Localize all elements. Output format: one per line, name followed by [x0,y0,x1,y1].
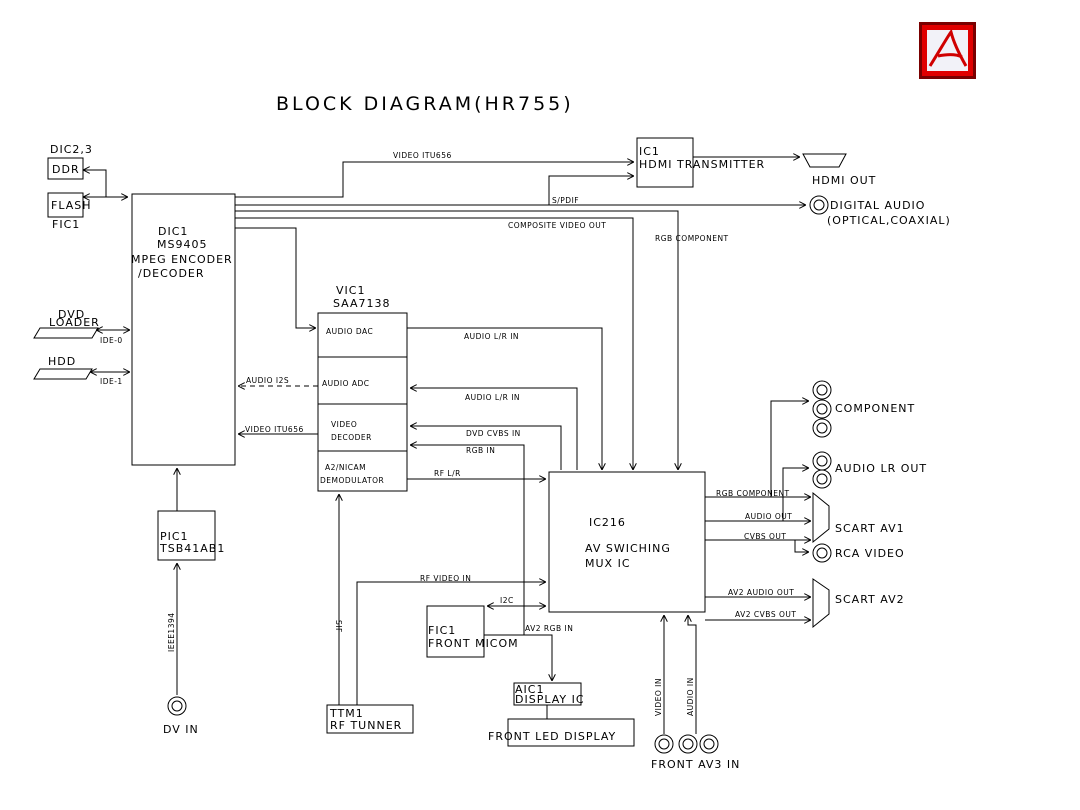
rgb-component-out-label: RGB COMPONENT [716,489,790,498]
audio-in-label: AUDIO IN [686,677,695,716]
ttm1-block [326,704,414,734]
audio-out-label: AUDIO OUT [745,512,792,521]
front-av3-jacks [654,734,719,754]
dic1-func1: MPEG ENCODER [131,253,233,266]
dic1-part: MS9405 [157,238,207,251]
audio-lr-in-1: AUDIO L/R IN [464,332,519,341]
av2-audio-out-label: AV2 AUDIO OUT [728,588,794,597]
front-av3-in-label: FRONT AV3 IN [651,758,740,771]
front-led-label: FRONT LED DISPLAY [488,730,616,743]
dic23-ref: DIC2,3 [50,143,93,156]
flash-label: FLASH [51,199,92,212]
video-itu656-top: VIDEO ITU656 [393,151,452,160]
dv-in-jack [167,696,187,716]
diagram-title: BLOCK DIAGRAM(HR755) [276,93,574,115]
display-ic-label: DISPLAY IC [515,693,585,706]
ic1-block [636,137,694,188]
ic216-ref: IC216 [589,516,626,529]
hdd-label: HDD [48,355,76,368]
ddr-label: DDR [52,163,80,176]
ic216-block [548,471,706,613]
vic1-ref: VIC1 [336,284,365,297]
fic1-micom-block [426,605,485,658]
scart-av1-label: SCART AV1 [835,522,905,535]
dic1-block [131,193,236,466]
mux-ic-label: MUX IC [585,557,631,570]
dic1-func2: /DECODER [138,267,205,280]
dvd-cvbs-in-label: DVD CVBS IN [466,429,521,438]
aic1-ref: AIC1 [515,683,544,696]
cvbs-out-label: CVBS OUT [744,532,787,541]
demod-label1: A2/NICAM [325,463,366,472]
ic1-ref: IC1 [639,145,660,158]
digital-audio-jack [809,195,829,215]
front-micom-label: FRONT MICOM [428,637,519,650]
dvd-loader-label1: DVD [58,308,85,321]
fic1-micom-ref: FIC1 [428,624,456,637]
rca-video-label: RCA VIDEO [835,547,905,560]
pic1-ref: PIC1 [160,530,189,543]
dvd-loader-shape [33,327,99,339]
pic1-part: TSB41AB1 [159,542,225,555]
rf-tuner-label: RF TUNNER [330,719,402,732]
audio-lr-in-2: AUDIO L/R IN [465,393,520,402]
av-switching-label: AV SWICHING [585,542,671,555]
pdf-icon [919,22,976,79]
component-label: COMPONENT [835,402,915,415]
video-decoder-label1: VIDEO [331,420,357,429]
scart-av2-shape [812,578,830,629]
composite-video-out-label: COMPOSITE VIDEO OUT [508,221,606,230]
demod-label2: DEMODULATOR [320,476,384,485]
audio-adc-label: AUDIO ADC [322,379,370,388]
ide0-label: IDE-0 [100,336,123,345]
dic1-ref: DIC1 [158,225,188,238]
fic1-ref: FIC1 [52,218,80,231]
video-itu656-left: VIDEO ITU656 [245,425,304,434]
hdmi-transmitter-label: HDMI TRANSMITTER [639,158,765,171]
video-decoder-label2: DECODER [331,433,372,442]
digital-audio-sub: (OPTICAL,COAXIAL) [827,214,951,227]
rca-video-jack [812,543,832,563]
audio-lr-out-label: AUDIO LR OUT [835,462,927,475]
ieee1394-label: IEEE1394 [167,612,176,652]
rgb-component-label: RGB COMPONENT [655,234,729,243]
sif-label: SIF [334,620,343,633]
hdmi-out-label: HDMI OUT [812,174,876,187]
rf-video-in-label: RF VIDEO IN [420,574,471,583]
audio-i2s-label: AUDIO I2S [246,376,289,385]
hdmi-out-shape [802,153,847,168]
audio-dac-label: AUDIO DAC [326,327,373,336]
scart-av2-label: SCART AV2 [835,593,905,606]
spdif-label: S/PDIF [552,196,579,205]
vic1-block [317,312,408,492]
rgb-in-label: RGB IN [466,446,495,455]
digital-audio-label: DIGITAL AUDIO [830,199,925,212]
scart-av1-shape [812,491,830,544]
front-led-block [507,718,635,747]
component-jacks [812,380,832,438]
dv-in-label: DV IN [163,723,199,736]
hdd-shape [33,368,93,380]
rf-lr-label: RF L/R [434,469,461,478]
av2-cvbs-out-label: AV2 CVBS OUT [735,610,796,619]
flash-block [47,192,84,218]
ide1-label: IDE-1 [100,377,123,386]
i2c-label: I2C [500,596,514,605]
vic1-part: SAA7138 [333,297,391,310]
audio-lr-out-jacks [812,451,832,489]
pic1-block [157,510,216,561]
video-in-label: VIDEO IN [654,678,663,716]
av2-rgb-in-label: AV2 RGB IN [525,624,573,633]
dvd-loader-label2: LOADER [49,316,100,329]
ttm1-ref: TTM1 [329,707,364,720]
